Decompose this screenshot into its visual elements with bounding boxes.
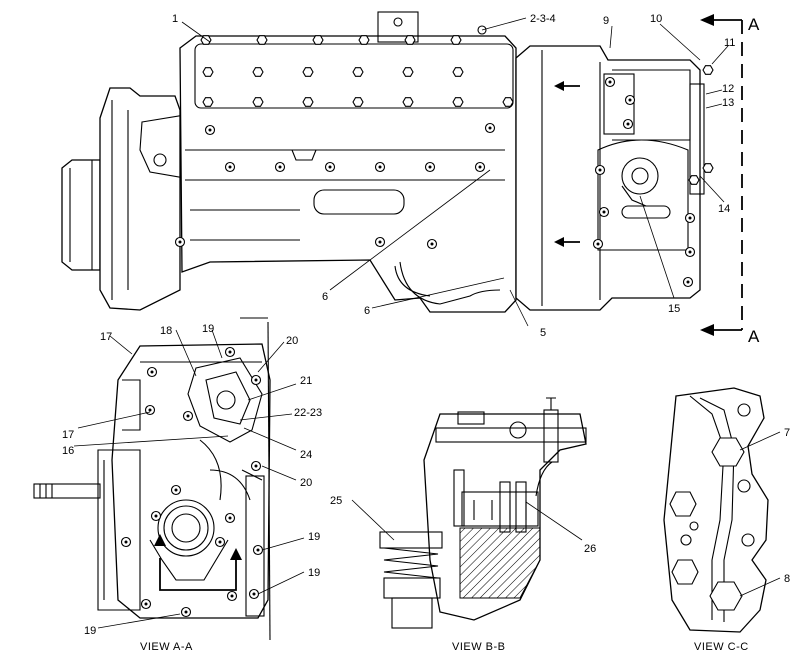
callout-5: 5 — [540, 327, 546, 339]
callout-8: 8 — [784, 573, 790, 585]
callout-21: 21 — [300, 375, 312, 387]
callout-6-lower: 6 — [364, 305, 370, 317]
section-mark-a-top: A — [748, 15, 760, 34]
section-mark-a-bottom: A — [748, 327, 760, 346]
callout-20-top: 20 — [286, 335, 298, 347]
callout-13: 13 — [722, 97, 734, 109]
view-label-c-c: VIEW C-C — [694, 641, 749, 653]
callout-16: 16 — [62, 445, 74, 457]
view-c-c-drawing — [663, 387, 781, 633]
callout-26: 26 — [584, 543, 596, 555]
callout-10: 10 — [650, 13, 662, 25]
callout-9: 9 — [603, 15, 609, 27]
callout-11: 11 — [724, 37, 735, 49]
callout-19-right-lower: 19 — [308, 567, 320, 579]
callout-25: 25 — [330, 495, 342, 507]
callout-18: 18 — [160, 325, 172, 337]
view-label-a-a: VIEW A-A — [140, 641, 193, 653]
callout-22-23: 22-23 — [294, 407, 322, 419]
callout-7: 7 — [784, 427, 790, 439]
callout-15: 15 — [668, 303, 680, 315]
view-a-a-drawing — [33, 317, 305, 641]
callout-19-top: 19 — [202, 323, 214, 335]
callout-12: 12 — [722, 83, 734, 95]
view-label-b-b: VIEW B-B — [452, 641, 506, 653]
callout-19-right-upper: 19 — [308, 531, 320, 543]
callout-20-right: 20 — [300, 477, 312, 489]
view-b-b-drawing — [351, 397, 587, 629]
callout-19-bottom: 19 — [84, 625, 96, 637]
callout-labels: 1 2-3-4 9 10 11 12 13 14 15 5 6 6 17 18 … — [62, 13, 790, 653]
callout-17-left: 17 — [62, 429, 74, 441]
callout-6-upper: 6 — [322, 291, 328, 303]
callout-2-3-4: 2-3-4 — [530, 13, 556, 25]
callout-24: 24 — [300, 449, 312, 461]
callout-14: 14 — [718, 203, 730, 215]
callout-17-top: 17 — [100, 331, 112, 343]
callout-1: 1 — [172, 13, 178, 25]
main-pump-assembly — [61, 11, 743, 336]
